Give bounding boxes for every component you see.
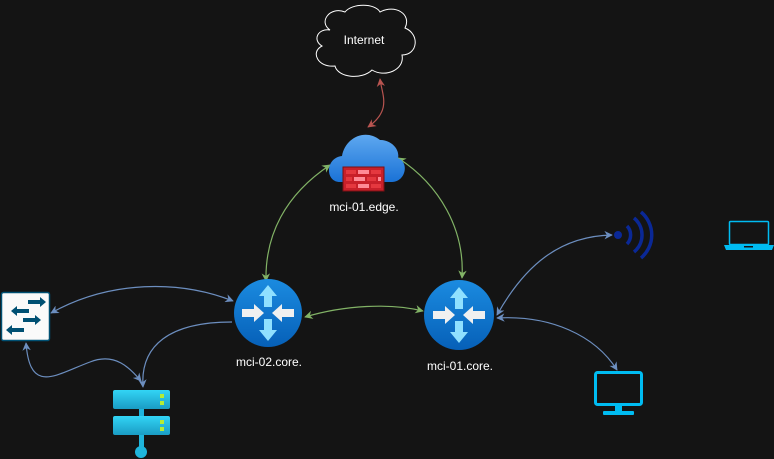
link-internet-edge[interactable] xyxy=(367,78,386,128)
router-icon xyxy=(424,280,494,350)
internet-node[interactable]: Internet xyxy=(315,4,416,77)
link-core1-monitor[interactable] xyxy=(496,313,618,371)
core1-router-node[interactable]: mci-01.core. xyxy=(424,280,494,373)
laptop-node[interactable] xyxy=(724,220,774,251)
link-core1-wifi[interactable] xyxy=(496,230,613,316)
edge-firewall-label: mci-01.edge. xyxy=(329,200,398,214)
link-core2-core1[interactable] xyxy=(304,305,424,319)
link-edge-core2[interactable] xyxy=(261,164,331,282)
core2-label: mci-02.core. xyxy=(236,355,302,369)
internet-label: Internet xyxy=(344,33,385,47)
wifi-node[interactable] xyxy=(614,210,654,260)
server-icon xyxy=(113,390,170,458)
monitor-node[interactable] xyxy=(594,371,643,416)
router-icon xyxy=(234,279,302,347)
link-switch-core2[interactable] xyxy=(50,285,234,314)
brick-wall-icon xyxy=(342,166,385,192)
laptop-icon xyxy=(724,220,774,250)
link-edge-core1[interactable] xyxy=(397,157,467,279)
wifi-icon xyxy=(614,210,654,260)
link-switch-server[interactable] xyxy=(22,342,142,382)
monitor-icon xyxy=(594,371,643,415)
core2-router-node[interactable]: mci-02.core. xyxy=(234,279,302,369)
switch-icon xyxy=(0,291,51,342)
edge-firewall-node[interactable]: mci-01.edge. xyxy=(328,134,405,214)
cloud-icon xyxy=(315,4,416,77)
core1-label: mci-01.core. xyxy=(427,359,493,373)
server-node[interactable] xyxy=(113,390,170,458)
link-core2-server[interactable] xyxy=(138,321,233,388)
switch-node[interactable] xyxy=(0,291,51,342)
